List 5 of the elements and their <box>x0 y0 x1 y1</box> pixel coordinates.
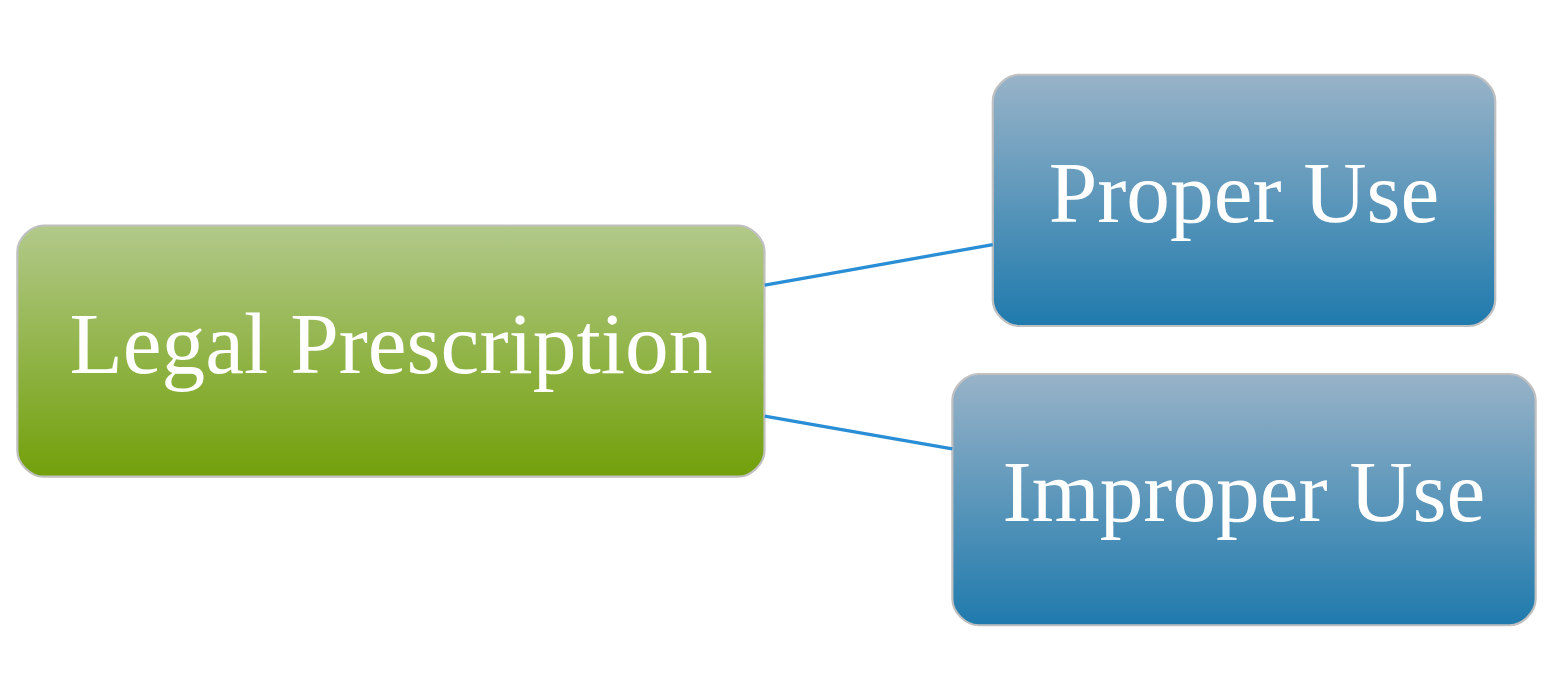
node-box: Proper Use <box>991 73 1497 327</box>
node-box: Legal Prescription <box>16 223 766 478</box>
node-box: Improper Use <box>951 372 1537 626</box>
connector <box>764 242 994 287</box>
connector <box>764 414 953 451</box>
